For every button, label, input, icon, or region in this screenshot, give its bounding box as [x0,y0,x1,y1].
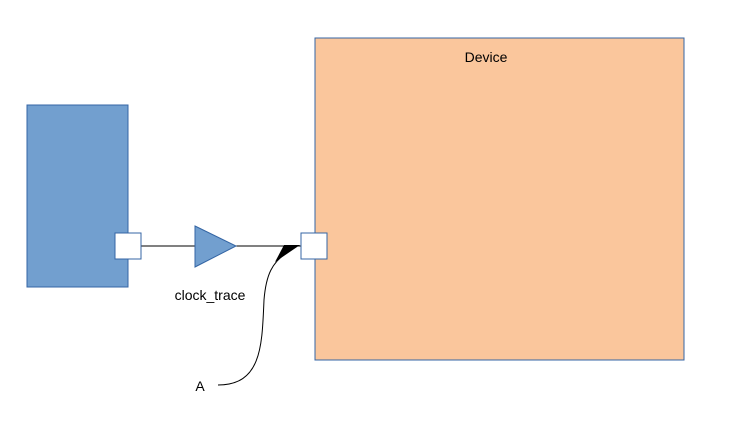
device-block [314,37,685,361]
source-output-pin [114,232,142,260]
annotation-label: A [195,378,205,394]
annotation-arrow-curve [217,251,289,386]
source-block [26,104,129,288]
device-input-pin [300,232,328,260]
annotation-arrowhead [275,245,300,262]
buffer-triangle [194,225,238,268]
device-label: Device [465,49,508,65]
trace-label: clock_trace [175,287,246,303]
